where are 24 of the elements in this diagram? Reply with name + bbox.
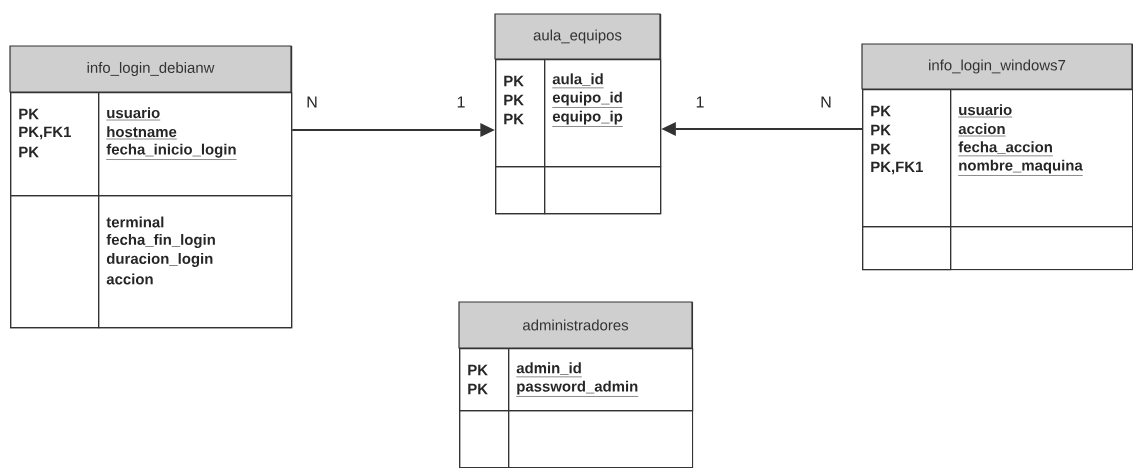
key-cell: PK PK PK PK,FK1: [862, 89, 952, 228]
field-cell: aula_id equipo_id equipo_ip: [544, 59, 662, 168]
cardinality-label: N: [821, 96, 831, 108]
empty-cell: [459, 410, 510, 468]
cardinality-label: 1: [696, 96, 704, 108]
key-cell: PK PK: [459, 348, 510, 412]
key-cell: PK PK,FK1 PK: [10, 92, 100, 197]
table-header: aula_equipos: [494, 13, 661, 60]
field-cell: admin_id password_admin: [508, 348, 694, 412]
empty-cell: [10, 195, 100, 329]
attribute-cell: terminal fecha_fin_login duracion_login accion: [98, 195, 293, 329]
field-cell: usuario hostname fecha_inicio_login: [98, 92, 293, 197]
table-header: info_login_debianw: [9, 45, 292, 93]
cardinality-label: N: [307, 96, 317, 108]
empty-cell: [495, 166, 546, 215]
empty-cell: [950, 226, 1133, 271]
key-cell: PK PK PK: [495, 59, 546, 168]
field-cell: usuario accion fecha_accion nombre_maquina: [950, 89, 1133, 228]
empty-cell: [508, 410, 694, 468]
empty-cell: [544, 166, 662, 215]
table-header: info_login_windows7: [861, 43, 1133, 90]
cardinality-label: 1: [457, 96, 465, 108]
empty-cell: [862, 226, 952, 271]
table-header: administradores: [458, 301, 693, 349]
